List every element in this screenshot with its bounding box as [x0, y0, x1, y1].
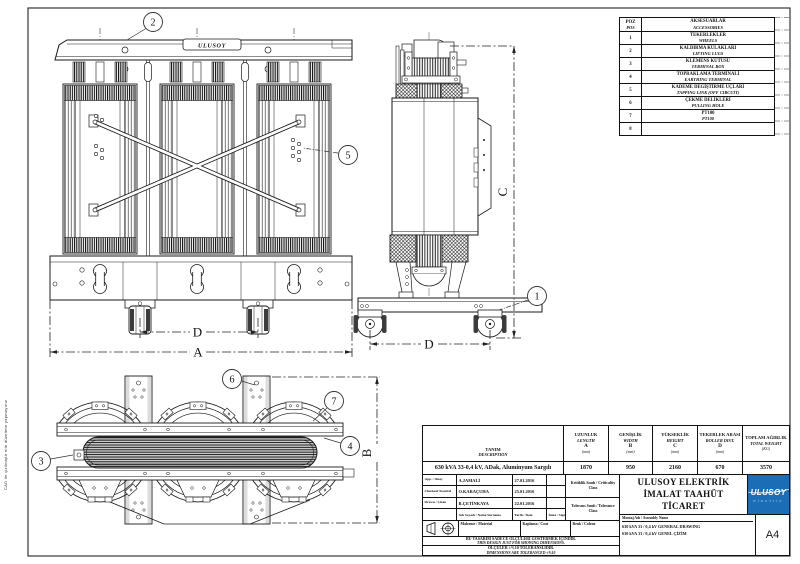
balloon-4 [340, 436, 360, 456]
dim-label-a: A [193, 345, 203, 360]
title-block: TANIM DESCRIPTION 630 kVA 33-0,4 kV, ADa… [422, 425, 790, 556]
dimensions-table: TANIM DESCRIPTION 630 kVA 33-0,4 kV, ADa… [423, 426, 789, 475]
criticality-class: Kritiklik Sınıfı / Criticality Class [566, 475, 620, 498]
assembly-name-block: Montaj Adı / Assembly Name 630 kVA 33 / … [620, 514, 756, 555]
side-dim-roller [369, 330, 491, 350]
accessories-row-8: 8 [620, 122, 774, 135]
balloon-2 [143, 12, 163, 32]
balloon-6-label: 6 [230, 375, 235, 386]
front-dim-roller [139, 318, 259, 338]
assembly-name-tr: 630 kVA 33 / 0,4 kV GENEL ÇİZİM [622, 530, 687, 536]
approver-name: A.JAMALİ [457, 474, 513, 487]
height-value: 2160 [669, 464, 681, 471]
balloon-6 [222, 369, 242, 389]
earth-stub [73, 449, 85, 461]
tapping-links [94, 114, 301, 163]
roller-distance-value: 670 [715, 464, 725, 471]
dim-label-c: C [495, 188, 510, 197]
balloon-5-label: 5 [346, 151, 351, 162]
core-laminations [82, 436, 318, 469]
assembly-name-en: 630 kVA 33 / 0,4 kV GENERAL DRAWING [622, 523, 701, 529]
ulusoy-logo: ULUSOY electric [748, 474, 789, 514]
balloon-1 [527, 286, 547, 306]
front-dim-length [49, 268, 353, 357]
projection-symbol-icon [423, 520, 459, 536]
sheet-size-label: A4 [765, 528, 780, 541]
company-name: ULUSOY ELEKTRİK İMALAT TAAHÜT TİCARET [620, 474, 748, 514]
tolerance-class: Tolerans Sınıfı / Tolerance Class [566, 498, 620, 521]
sheet-frame [27, 7, 791, 557]
balloon-5 [338, 145, 358, 165]
balloon-4-label: 4 [348, 442, 353, 453]
top-view: B 3 6 7 4 [31, 369, 380, 525]
beam-nameplate: ULUSOY [198, 43, 227, 50]
material-row: Malzeme / Material Kaplama / Coat Renk /… [423, 520, 619, 537]
drawing-notes: BU TASARIM SADECE ÖLÇÜLERİ GÖSTERMEK İÇİ… [423, 537, 619, 555]
transformer-description: 630 kVA 33-0,4 kV, ADak, Aluminyum Sargı… [434, 464, 552, 471]
front-view: ULUSOY [49, 12, 358, 360]
balloon-7-label: 7 [332, 397, 337, 408]
dim-label-d-side: D [424, 337, 433, 352]
cross-braces [88, 114, 306, 217]
balloon-2-label: 2 [151, 18, 156, 29]
side-view: D C 1 [353, 32, 547, 352]
drafter-name: R.ÇETİNKAYA [457, 497, 513, 510]
side-dim-height [450, 45, 521, 339]
total-weight-value: 3570 [760, 464, 772, 471]
top-dim-width [272, 376, 380, 524]
balloon-1-label: 1 [535, 292, 540, 303]
balloon-3-label: 3 [39, 457, 44, 468]
accessories-table: POZ POS AKSESUARLAR ACCESSORIES 1 TEKERL… [619, 17, 775, 136]
dim-label-b: B [359, 448, 374, 457]
checker-name: O.KARAÇUHA [457, 486, 513, 498]
dim-label-d-front: D [193, 325, 202, 340]
accessories-header: POZ POS AKSESUARLAR ACCESSORIES [620, 18, 774, 31]
accessories-row-extensions [775, 17, 789, 135]
balloon-3 [31, 451, 51, 471]
signature-block: App. / Onay A.JAMALİ 27.01.2016 Kritikli… [423, 474, 620, 521]
terminal-box-bracket [477, 117, 492, 217]
width-value: 950 [626, 464, 635, 471]
balloon-7 [324, 391, 344, 411]
length-value: 1870 [580, 464, 592, 471]
